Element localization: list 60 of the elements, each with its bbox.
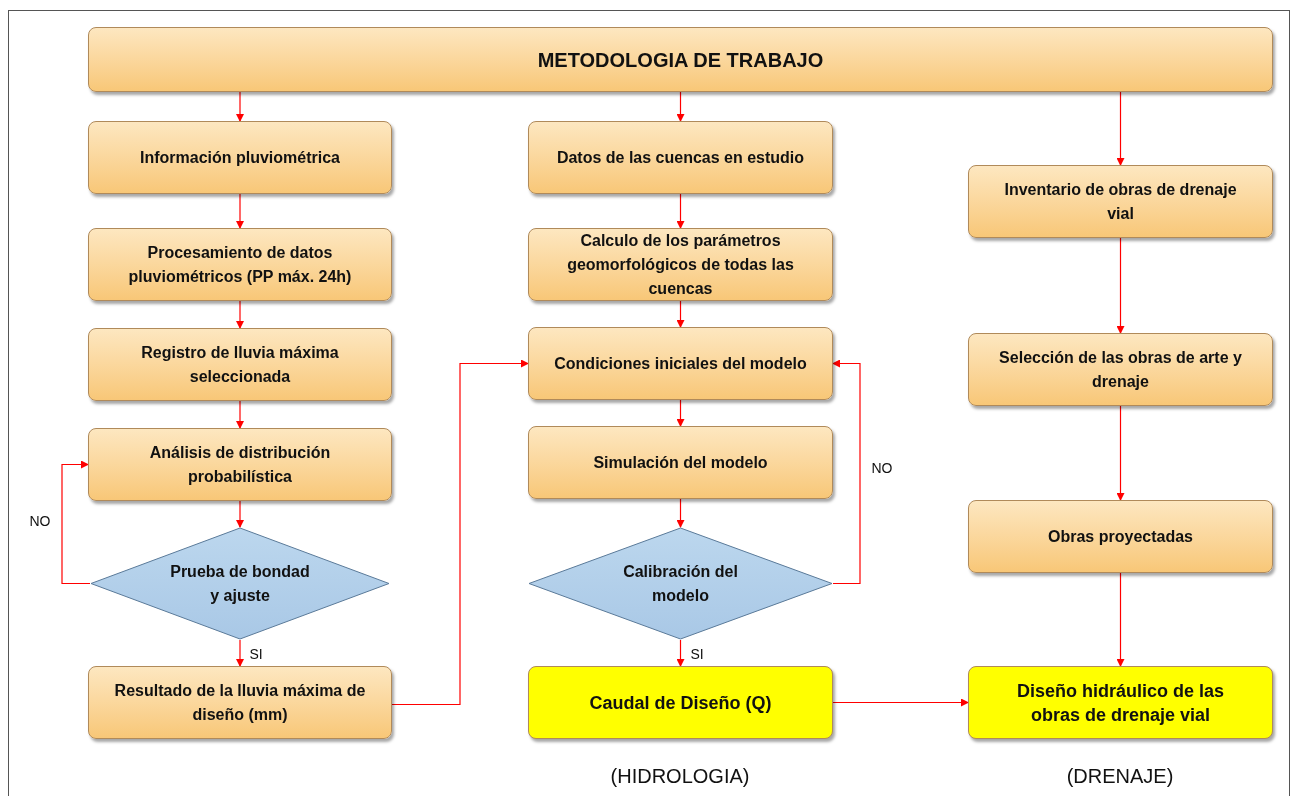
decision-diamond — [90, 527, 390, 640]
arrow — [676, 399, 685, 427]
node-text: Simulación del modelo — [593, 452, 768, 473]
process-box — [968, 333, 1273, 406]
arrow — [391, 359, 529, 706]
process-box — [88, 121, 392, 194]
arrow — [236, 91, 244, 122]
process-box — [528, 121, 833, 194]
node-text: Información pluviométrica — [139, 147, 340, 168]
arrow — [1116, 237, 1125, 334]
node-text: Diseño hidráulico de las obras de drenaje vial — [1015, 679, 1226, 727]
arrow — [676, 193, 685, 229]
arrow — [1116, 572, 1125, 667]
process-box — [528, 228, 833, 301]
title-box — [88, 27, 1273, 92]
node-text: Inventario de obras de drenaje vial — [1003, 179, 1238, 224]
process-box — [528, 666, 833, 739]
process-box — [88, 666, 392, 739]
process-box — [88, 328, 392, 401]
node-text: Registro de lluvia máxima seleccionada — [140, 342, 340, 387]
process-box — [88, 228, 392, 301]
process-box — [968, 500, 1273, 573]
edge-label: SI — [247, 646, 265, 662]
column-label: (DRENAJE) — [1066, 765, 1174, 787]
arrow — [832, 698, 969, 707]
arrow — [236, 193, 244, 229]
node-text: Procesamiento de datos pluviométricos (PP máx. 24h) — [127, 242, 353, 287]
process-box — [528, 327, 833, 400]
node-text: METODOLOGIA DE TRABAJO — [537, 47, 824, 72]
process-box — [88, 428, 392, 501]
arrow — [676, 498, 685, 528]
node-text: Obras proyectadas — [1048, 526, 1193, 547]
arrow — [676, 91, 685, 122]
edge-label: NO — [869, 460, 895, 476]
edge-label: NO — [27, 513, 53, 529]
arrow — [236, 400, 244, 429]
process-box — [528, 426, 833, 499]
node-text: Condiciones iniciales del modelo — [554, 353, 807, 374]
node-text: Prueba de bondad y ajuste — [169, 561, 311, 606]
decision-diamond — [528, 527, 833, 640]
node-text: Selección de las obras de arte y drenaje — [998, 347, 1243, 392]
edge-label: SI — [688, 646, 706, 662]
node-text: Datos de las cuencas en estudio — [556, 147, 805, 168]
arrow — [1116, 91, 1125, 166]
node-text: Calibración del modelo — [622, 561, 739, 606]
column-label: (HIDROLOGIA) — [610, 765, 750, 787]
arrow — [236, 639, 244, 667]
arrow — [676, 300, 685, 328]
node-text: Calculo de los parámetros geomorfológicos de todas las cuencas — [566, 230, 795, 299]
arrow — [676, 639, 685, 667]
node-text: Análisis de distribución probabilística — [148, 442, 332, 487]
process-box — [968, 666, 1273, 739]
arrow — [1116, 405, 1125, 501]
node-text: Resultado de la lluvia máxima de diseño (mm) — [113, 680, 367, 725]
arrow — [236, 300, 244, 329]
node-text: Caudal de Diseño (Q) — [589, 691, 772, 715]
arrow — [236, 500, 244, 528]
arrow — [61, 460, 91, 585]
process-box — [968, 165, 1273, 238]
arrow — [832, 359, 861, 585]
